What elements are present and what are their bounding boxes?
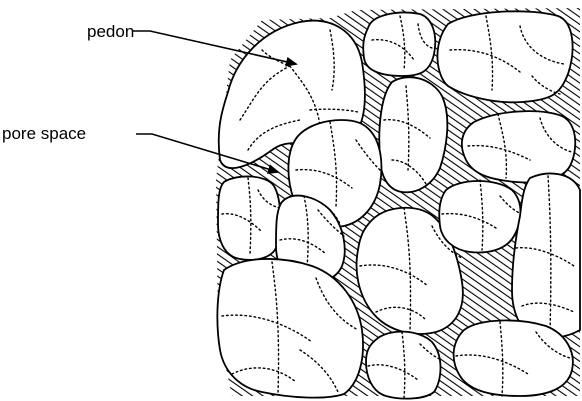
pedon [437,11,572,102]
pedon [218,176,280,259]
pedon [512,174,580,338]
pedon [363,13,435,76]
pedon [462,111,575,182]
pore-space-label: pore space [2,124,86,143]
pedon-label: pedon [87,22,134,41]
pedon [379,77,447,192]
pedon [454,320,573,396]
pedon [366,332,442,399]
pedon [439,180,522,252]
